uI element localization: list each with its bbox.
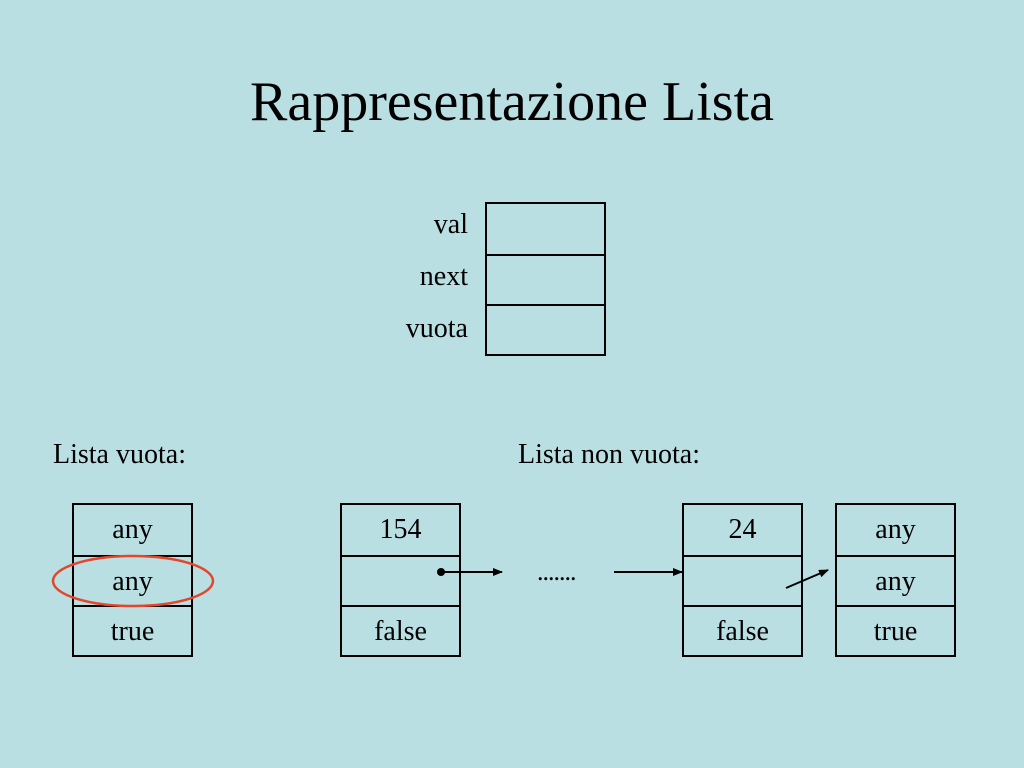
- node-cell-next: [684, 555, 801, 605]
- field-label-vuota: vuota: [405, 313, 468, 344]
- structure-node: [485, 202, 606, 356]
- node-cell-val: 24: [728, 514, 757, 545]
- arrow-to-terminator: [785, 569, 829, 589]
- ellipsis-text: .......: [537, 557, 576, 586]
- list-node-terminator: any any true: [835, 503, 956, 657]
- node-cell-vuota: true: [74, 605, 191, 655]
- node-cell-vuota: true: [837, 605, 954, 655]
- node-cell-val: any: [875, 514, 916, 545]
- field-label-val: val: [433, 209, 468, 240]
- empty-list-label: Lista vuota:: [53, 439, 186, 470]
- node-cell-next: any: [837, 555, 954, 605]
- structure-cell-vuota: [487, 304, 604, 354]
- node-cell-vuota: false: [684, 605, 801, 655]
- slide-title: Rappresentazione Lista: [249, 71, 774, 133]
- list-node-last: 24 false: [682, 503, 803, 657]
- node-cell-vuota: false: [342, 605, 459, 655]
- structure-cell-next: [487, 254, 604, 304]
- list-node-first: 154 false: [340, 503, 461, 657]
- highlight-ellipse: [51, 554, 215, 608]
- non-empty-list-label: Lista non vuota:: [518, 439, 700, 470]
- node-cell-val: any: [112, 514, 153, 545]
- node-cell-val: 154: [379, 514, 422, 545]
- node-cell-next: [342, 555, 459, 605]
- field-label-next: next: [419, 261, 468, 292]
